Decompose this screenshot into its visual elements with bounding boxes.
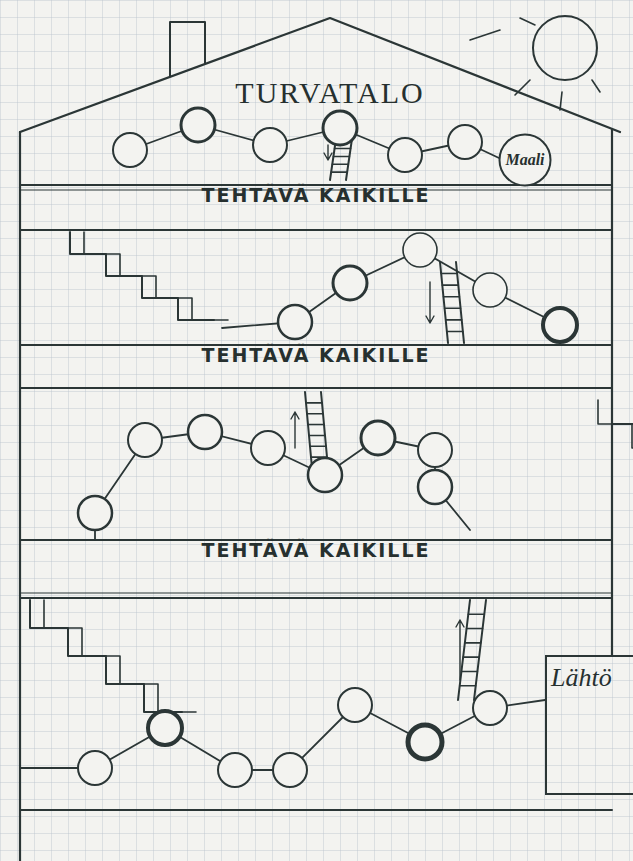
node-text: Maali [505, 151, 544, 169]
ladder-rung [443, 296, 459, 298]
board-space [323, 111, 357, 145]
ladder-rung [309, 435, 325, 437]
ladder-rung [441, 273, 457, 275]
floor-line [20, 809, 612, 811]
board-space [388, 138, 422, 172]
board-space [308, 458, 342, 492]
ladder-rung [467, 628, 483, 630]
task-label: TEHTÄVÄ KAIKILLE [20, 539, 612, 561]
ladder-arrow [426, 282, 434, 323]
ladder-rung [447, 331, 463, 333]
board-space [408, 725, 442, 759]
right-wall [611, 129, 613, 655]
ladder-rung [333, 156, 349, 158]
chimney [170, 22, 205, 76]
ladder-rung [463, 656, 479, 658]
board-space [78, 496, 112, 530]
board-space [338, 688, 372, 722]
ladder-arrow [291, 412, 299, 448]
ladder-rung [446, 319, 462, 321]
sun-ray [592, 80, 600, 92]
ladder-rung [468, 613, 484, 615]
task-label: TEHTÄVÄ KAIKILLE [20, 184, 612, 206]
board-space [253, 128, 287, 162]
sun [533, 16, 597, 80]
board-space [273, 753, 307, 787]
floor-line [20, 229, 612, 231]
board-space [543, 308, 577, 342]
left-wall [19, 132, 21, 861]
floor-line [20, 592, 612, 593]
board-space [113, 133, 147, 167]
stairs [598, 400, 633, 520]
board-space [148, 711, 182, 745]
ladder-rung [308, 424, 324, 426]
board-space [473, 273, 507, 307]
goal-circle: Maali [498, 133, 552, 187]
board-space [278, 305, 312, 339]
board-title: TURVATALO [0, 76, 633, 110]
board-space [473, 691, 507, 725]
sun-ray [520, 18, 535, 25]
board-space [128, 423, 162, 457]
floor-line [20, 387, 612, 389]
floor-line [20, 597, 612, 599]
board-space [418, 470, 452, 504]
ladder-rung [335, 148, 351, 150]
ladder-rung [332, 163, 348, 165]
ladder-rung [306, 402, 322, 404]
ladder-rung [307, 413, 323, 415]
board-space [188, 415, 222, 449]
board-space [181, 108, 215, 142]
stairs [84, 232, 228, 320]
ladder-arrow [456, 620, 464, 680]
sun-ray [470, 30, 500, 40]
stairs [44, 600, 196, 712]
board-space [403, 233, 437, 267]
ladder-rung [331, 171, 347, 173]
board-space [333, 266, 367, 300]
ladder-rung [460, 685, 476, 687]
board-space [418, 433, 452, 467]
board-space [361, 421, 395, 455]
node-text: Lähtö [551, 663, 629, 693]
sun-ray [560, 92, 562, 110]
ladder-arrow [324, 145, 332, 160]
board-space [251, 431, 285, 465]
ladder-rung [442, 284, 458, 286]
ladder-rung [465, 642, 481, 644]
roof [20, 18, 620, 132]
task-label: TEHTÄVÄ KAIKILLE [20, 344, 612, 366]
board-space [448, 125, 482, 159]
start-box: Lähtö [545, 655, 633, 795]
ladder-rung [310, 445, 326, 447]
ladder-rung [445, 307, 461, 309]
track-line [222, 250, 560, 328]
board-space [218, 753, 252, 787]
circle-outline [500, 135, 551, 186]
stairs [612, 400, 633, 520]
ladder-rung [461, 671, 477, 673]
board-space [78, 751, 112, 785]
